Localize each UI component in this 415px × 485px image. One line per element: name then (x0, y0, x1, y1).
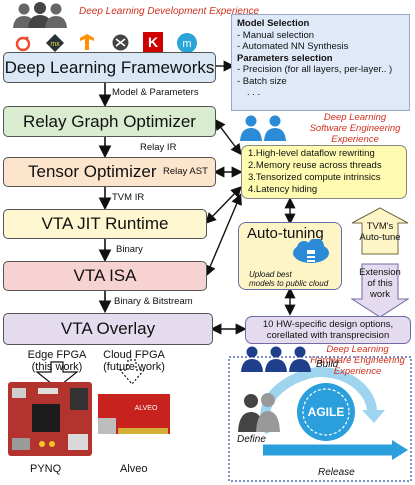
cloud-down-arrow (118, 359, 146, 385)
tensor-optimizer-box: Tensor Optimizer (3, 157, 216, 187)
optimization-item: 4.Latency hiding (248, 184, 318, 195)
param-item: - Precision (for all layers, per-layer..… (237, 64, 393, 75)
selection-panel: Model Selection - Manual selection - Aut… (231, 14, 410, 111)
extension-line: of this (367, 278, 393, 289)
pynq-label: PYNQ (30, 463, 62, 475)
agile-inner-ring (302, 388, 350, 436)
tensorflow-icon (77, 32, 97, 52)
cloud-fpga-line: Cloud FPGA (103, 349, 165, 361)
agile-release-head (392, 440, 408, 460)
edge-fpga-line: (this work) (31, 361, 83, 373)
tvm-autotune-line: TVM's (366, 221, 394, 232)
extension-label: Extension of this work (354, 267, 406, 300)
autotuning-box: Auto-tuning Upload best models to public… (238, 222, 342, 290)
autotuning-title: Auto-tuning (247, 225, 324, 242)
autotuning-caption-line: models to public cloud (249, 279, 329, 288)
optimization-item: 3.Tensorized compute intrinsics (248, 172, 381, 183)
hw-options-line: corellated with transprecision (266, 330, 390, 341)
param-item: . . . (247, 87, 261, 98)
optimizations-note: 1.High-level dataflow rewriting 2.Memory… (241, 145, 407, 199)
pytorch-icon (14, 34, 32, 52)
model-item: - Automated NN Synthesis (237, 41, 349, 52)
software-experience-title: Deep Learning Software Engineering Exper… (296, 112, 414, 145)
tvm-autotune-line: Auto-tune (359, 232, 401, 243)
cloud-fpga-label: Cloud FPGA (future work) (95, 349, 173, 373)
svg-text:mx: mx (50, 41, 60, 48)
frameworks-box: Deep Learning Frameworks (3, 52, 216, 83)
dev-experience-title: Deep Learning Development Experience (79, 6, 260, 17)
mlp-icon: m (176, 32, 198, 54)
edge-label-binary-bitstream: Binary & Bitstream (114, 296, 193, 307)
agile-center-label: AGILE (307, 405, 345, 419)
hardware-experience-title: Deep Learning Hardware Engineering Exper… (300, 344, 415, 377)
edge-fpga-label: Edge FPGA (this work) (20, 349, 94, 373)
hw-options-line: 10 HW-specific design options, (262, 319, 394, 330)
onnx-icon (111, 33, 130, 52)
svg-text:m: m (182, 38, 191, 50)
hardware-title-line: Deep Learning (326, 344, 389, 355)
vta-overlay-box: VTA Overlay (3, 313, 213, 345)
optimization-item: 2.Memory reuse across threads (248, 160, 382, 171)
agile-frame (228, 356, 412, 482)
pynq-board-image (6, 380, 94, 458)
agile-people-icon (236, 392, 282, 432)
vta-isa-box: VTA ISA (3, 261, 207, 291)
optimization-item: 1.High-level dataflow rewriting (248, 148, 375, 159)
model-selection-title: Model Selection (237, 18, 310, 29)
edge-label-model-params: Model & Parameters (112, 87, 199, 98)
agile-circle (297, 383, 355, 441)
edge-label-relay-ast: Relay AST (163, 166, 208, 177)
agile-cycle-head (362, 410, 385, 423)
autotuning-caption: Upload best models to public cloud (249, 270, 328, 288)
edge-label-binary: Binary (116, 244, 143, 255)
edge-label-tvm-ir: TVM IR (112, 192, 145, 203)
hardware-title-line: Hardware Engineering (310, 355, 405, 366)
agile-release-label: Release (318, 467, 355, 478)
hw-options-box: 10 HW-specific design options, corellate… (245, 316, 411, 344)
mxnet-icon: mx (45, 33, 65, 53)
edge-fpga-line: Edge FPGA (27, 349, 87, 361)
keras-icon: K (143, 32, 163, 52)
dev-people-icon (8, 2, 68, 28)
software-title-line: Deep Learning (323, 112, 387, 123)
arrow-jit-notes (205, 185, 242, 225)
arrow-relay-notes (214, 118, 242, 156)
svg-text:ALVEO: ALVEO (135, 405, 158, 412)
tensor-optimizer-label: Tensor Optimizer (28, 162, 157, 181)
software-title-line: Software Engineering (309, 123, 401, 134)
software-people-icon (238, 115, 290, 141)
param-selection-title: Parameters selection (237, 52, 333, 64)
extension-line: Extension (359, 267, 401, 278)
cloud-upload-icon (291, 238, 331, 267)
jit-runtime-box: VTA JIT Runtime (3, 209, 207, 239)
agile-define-label: Define (237, 434, 266, 445)
edge-label-relay-ir: Relay IR (140, 142, 177, 153)
hardware-people-icon (240, 346, 312, 372)
param-item: - Batch size (237, 75, 287, 87)
extension-arrow: Extension of this work (350, 263, 410, 318)
alveo-card-image: ALVEO (96, 388, 172, 442)
arrow-isa-notes (205, 193, 242, 277)
alveo-label: Alveo (120, 463, 148, 475)
agile-build-label: Build (316, 359, 339, 370)
relay-optimizer-box: Relay Graph Optimizer (3, 106, 216, 137)
hardware-title-line: Experience (333, 366, 382, 377)
extension-line: work (369, 289, 391, 300)
autotuning-caption-line: Upload best (249, 270, 292, 279)
cloud-fpga-line: (future work) (103, 361, 165, 373)
software-title-line: Experience (331, 134, 379, 145)
model-item: - Manual selection (237, 29, 315, 41)
tvm-autotune-arrow: TVM's Auto-tune (350, 207, 410, 255)
tvm-autotune-label: TVM's Auto-tune (354, 221, 406, 243)
